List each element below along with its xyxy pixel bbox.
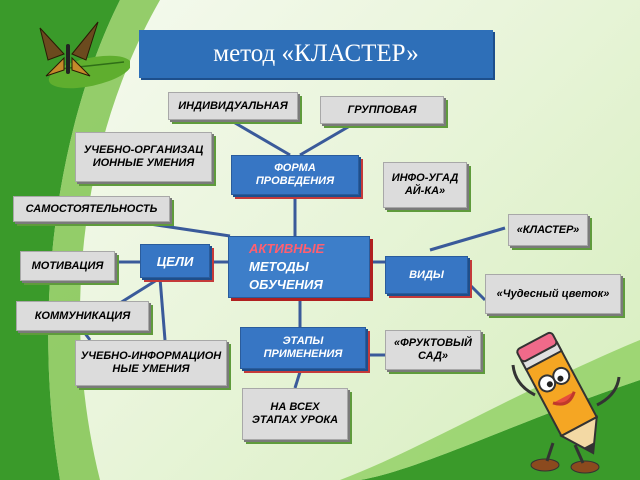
center-node: АКТИВНЫЕ МЕТОДЫ ОБУЧЕНИЯ	[228, 236, 370, 298]
node-flower: «Чудесный цветок»	[485, 274, 621, 314]
node-form: ФОРМА ПРОВЕДЕНИЯ	[231, 155, 359, 195]
node-edu-info: УЧЕБНО-ИНФОРМАЦИОННЫЕ УМЕНИЯ	[75, 340, 227, 386]
node-goals: ЦЕЛИ	[140, 244, 210, 278]
node-fruit-garden: «ФРУКТОВЫЙ САД»	[385, 330, 481, 370]
node-individual: ИНДИВИДУАЛЬНАЯ	[168, 92, 298, 120]
node-motivation: МОТИВАЦИЯ	[20, 251, 115, 281]
slide-title: метод «КЛАСТЕР»	[139, 30, 493, 78]
node-types: ВИДЫ	[385, 256, 468, 294]
node-all-stages: НА ВСЕХ ЭТАПАХ УРОКА	[242, 388, 348, 440]
center-line-3: ОБУЧЕНИЯ	[249, 277, 323, 292]
node-cluster: «КЛАСТЕР»	[508, 214, 588, 246]
node-edu-org: УЧЕБНО-ОРГАНИЗАЦИОННЫЕ УМЕНИЯ	[75, 132, 212, 182]
center-line-2: МЕТОДЫ	[249, 259, 309, 274]
center-line-1: АКТИВНЫЕ	[249, 241, 325, 256]
butterfly-icon	[39, 21, 130, 89]
node-info-guess: ИНФО-УГАДАЙ-КА»	[383, 162, 467, 208]
node-independence: САМОСТОЯТЕЛЬНОСТЬ	[13, 196, 170, 222]
node-communication: КОММУНИКАЦИЯ	[16, 301, 149, 331]
node-group: ГРУППОВАЯ	[320, 96, 444, 124]
node-stages: ЭТАПЫ ПРИМЕНЕНИЯ	[240, 327, 366, 369]
pencil-character-icon	[511, 331, 621, 474]
